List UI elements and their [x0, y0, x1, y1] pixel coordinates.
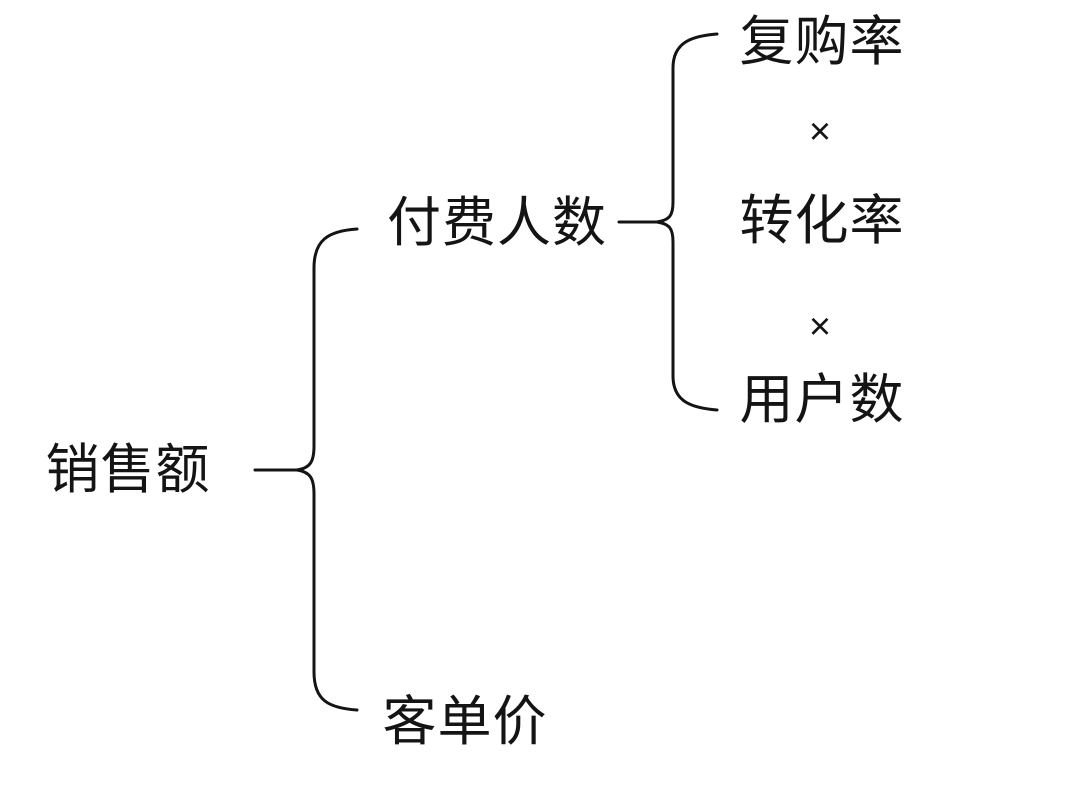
multiply-sign: ×	[808, 111, 832, 153]
label-paying-users: 付费人数	[387, 193, 607, 253]
label-avg-order-value: 客单价	[382, 692, 548, 752]
label-conversion-rate: 转化率	[739, 191, 905, 251]
brace-root-children	[296, 227, 359, 712]
label-user-count: 用户数	[739, 370, 905, 430]
brace-paying-users-children	[656, 32, 719, 412]
label-sales: 销售额	[45, 440, 211, 500]
multiply-sign: ×	[808, 306, 832, 348]
label-repurchase-rate: 复购率	[739, 12, 905, 72]
